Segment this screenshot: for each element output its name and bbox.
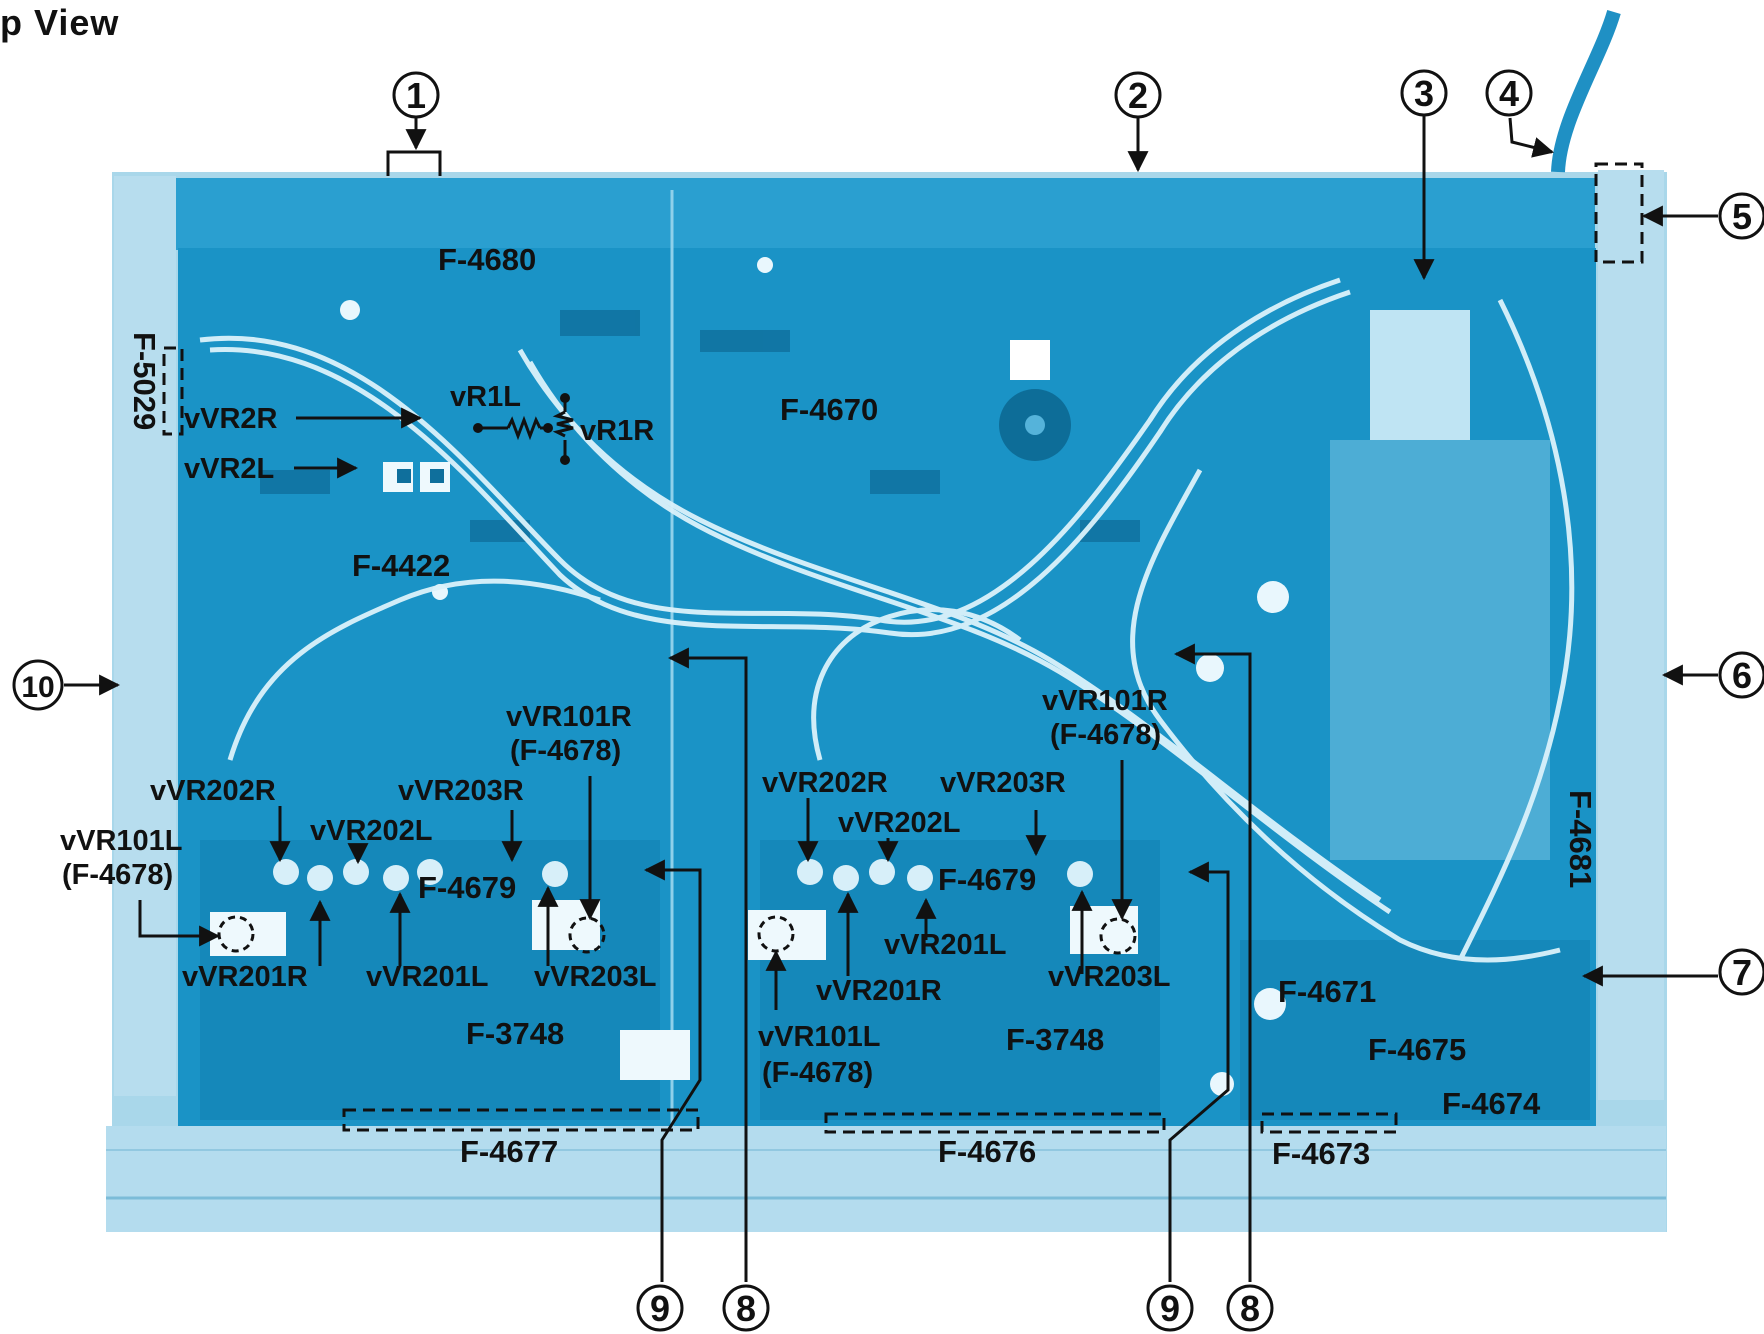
vr-label-left-vvr202r: vVR202R — [150, 775, 276, 807]
vr-labels: vVR2R vVR2L vR1L vR1R vVR101R (F-4678) v… — [60, 381, 1171, 1089]
dashed-outline-f5029 — [162, 346, 184, 436]
dashed-circle-vr101r-left — [568, 916, 606, 954]
svg-text:4: 4 — [1499, 73, 1519, 114]
right-side-panel — [1598, 170, 1664, 1100]
board-label-f4681: F-4681 — [1563, 790, 1598, 888]
top-rail — [175, 178, 1595, 250]
svg-text:6: 6 — [1732, 655, 1752, 696]
svg-text:2: 2 — [1128, 75, 1148, 116]
page-title: p View — [0, 2, 120, 43]
callout-9-right: 9 — [1146, 1284, 1194, 1332]
vr-label-left-vvr101r-sub: (F-4678) — [510, 735, 621, 767]
vr-label-vvr2r: vVR2R — [184, 403, 278, 435]
vr-label-right-vvr203r: vVR203R — [940, 767, 1066, 799]
svg-text:3: 3 — [1414, 73, 1434, 114]
dashed-circle-vr101r-right — [1099, 917, 1137, 955]
vr-label-left-vvr101r: vVR101R — [506, 701, 632, 733]
board-label-f4670: F-4670 — [780, 392, 878, 427]
board-label-f4679-right: F-4679 — [938, 862, 1036, 897]
callout-8-right: 8 — [1226, 1284, 1274, 1332]
vr-label-left-vvr202l: vVR202L — [310, 815, 433, 847]
vr-label-right-vvr202l: vVR202L — [838, 807, 961, 839]
vr-label-vr1l: vR1L — [450, 381, 521, 413]
board-label-f4422: F-4422 — [352, 548, 450, 583]
board-label-f4679-left: F-4679 — [418, 870, 516, 905]
board-label-f3748-right: F-3748 — [1006, 1022, 1104, 1057]
callout-10: 10 — [12, 659, 64, 711]
callout-8-left: 8 — [722, 1284, 770, 1332]
svg-text:7: 7 — [1732, 952, 1752, 993]
vr-label-right-vvr101r: vVR101R — [1042, 685, 1168, 717]
vr-label-right-vvr202r: vVR202R — [762, 767, 888, 799]
callout-2: 2 — [1114, 71, 1162, 119]
svg-text:9: 9 — [1160, 1288, 1180, 1329]
vr-label-left-vvr101l-sub: (F-4678) — [62, 859, 173, 891]
board-labels: F-4680 F-5029 F-4670 F-4422 F-4681 F-467… — [127, 242, 1598, 1171]
board-label-f5029: F-5029 — [127, 332, 162, 430]
callout-4: 4 — [1485, 69, 1533, 117]
svg-text:10: 10 — [21, 671, 54, 704]
leader-lines — [64, 116, 1718, 1282]
callout-3: 3 — [1400, 69, 1448, 117]
dashed-outline-f4676 — [824, 1112, 1166, 1134]
svg-text:1: 1 — [406, 75, 426, 116]
svg-text:8: 8 — [736, 1288, 756, 1329]
board-label-f4671: F-4671 — [1278, 974, 1376, 1009]
vr-label-right-vvr201r: vVR201R — [816, 975, 942, 1007]
board-label-f4674: F-4674 — [1442, 1086, 1541, 1121]
chassis — [106, 9, 1667, 1232]
board-label-f4680: F-4680 — [438, 242, 536, 277]
power-transformer — [1330, 440, 1550, 860]
vr-label-right-vvr203l: vVR203L — [1048, 961, 1171, 993]
front-panel — [106, 1126, 1666, 1232]
vr-label-left-vvr201r: vVR201R — [182, 961, 308, 993]
vr-label-vvr2l: vVR2L — [184, 453, 274, 485]
dashed-outline-f4677 — [342, 1108, 700, 1132]
svg-text:9: 9 — [650, 1288, 670, 1329]
vr-label-left-vvr203r: vVR203R — [398, 775, 524, 807]
callout-5: 5 — [1718, 192, 1764, 240]
svg-text:8: 8 — [1240, 1288, 1260, 1329]
vr-label-vr1r: vR1R — [580, 415, 654, 447]
vr-label-right-vvr101r-sub: (F-4678) — [1050, 719, 1161, 751]
board-label-f4675: F-4675 — [1368, 1032, 1466, 1067]
left-side-panel — [114, 176, 176, 1096]
callout-markers: 1 2 3 4 5 6 7 8 — [12, 69, 1764, 1332]
vr-label-left-vvr201l: vVR201L — [366, 961, 489, 993]
board-label-f4673: F-4673 — [1272, 1136, 1370, 1171]
callout-9-left: 9 — [636, 1284, 684, 1332]
svg-text:5: 5 — [1732, 196, 1752, 237]
board-label-f4677: F-4677 — [460, 1134, 558, 1169]
callout-1: 1 — [392, 71, 440, 119]
board-label-f4676: F-4676 — [938, 1134, 1036, 1169]
callout-6: 6 — [1718, 651, 1764, 699]
dashed-outline-f4673 — [1260, 1112, 1398, 1134]
vr-label-left-vvr101l: vVR101L — [60, 825, 183, 857]
callout-7: 7 — [1718, 948, 1764, 996]
vr-label-right-vvr201l: vVR201L — [884, 929, 1007, 961]
board-label-f3748-left: F-3748 — [466, 1016, 564, 1051]
vr-label-right-vvr101l-sub: (F-4678) — [762, 1057, 873, 1089]
vr-label-right-vvr101l: vVR101L — [758, 1021, 881, 1053]
vr-label-left-vvr203l: vVR203L — [534, 961, 657, 993]
